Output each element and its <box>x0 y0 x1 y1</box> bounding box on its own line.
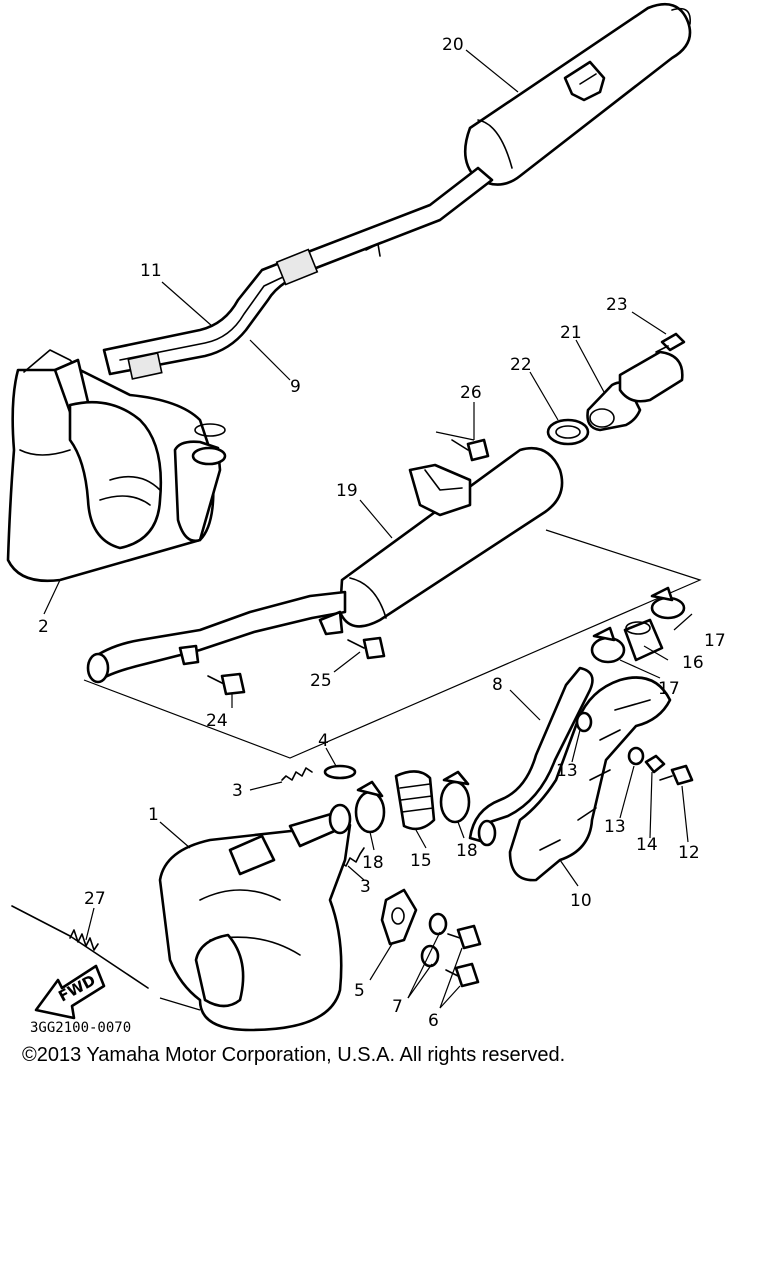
bolt-25 <box>347 636 386 660</box>
callout-17-upper: 17 <box>704 631 726 651</box>
bolt-6 <box>445 924 482 988</box>
callout-19: 19 <box>336 481 358 501</box>
callout-21: 21 <box>560 323 582 343</box>
bolt-26 <box>451 438 490 462</box>
callout-18-right: 18 <box>456 841 478 861</box>
callout-23: 23 <box>606 295 628 315</box>
silencer-19 <box>338 446 564 628</box>
callout-11: 11 <box>140 261 162 281</box>
expansion-chamber-2 <box>6 349 227 583</box>
nut-14 <box>644 754 666 774</box>
callout-6: 6 <box>428 1011 439 1031</box>
clamp-17-lower <box>590 626 626 664</box>
leader-lines <box>43 49 693 1011</box>
callout-20: 20 <box>442 35 464 55</box>
callout-25: 25 <box>310 671 332 691</box>
callout-3-lower: 3 <box>360 877 371 897</box>
callout-26: 26 <box>460 383 482 403</box>
callout-labels: 20 11 9 2 19 26 22 21 23 25 24 17 16 17 … <box>38 35 726 1031</box>
callout-12: 12 <box>678 843 700 863</box>
exhaust-pipe-8 <box>468 666 594 847</box>
callout-14: 14 <box>636 835 658 855</box>
gasket-22 <box>546 418 590 446</box>
washer-7 <box>420 912 448 968</box>
callout-2: 2 <box>38 617 49 637</box>
callout-1: 1 <box>148 805 159 825</box>
callout-9: 9 <box>290 377 301 397</box>
callout-15: 15 <box>410 851 432 871</box>
bolt-23 <box>655 332 686 353</box>
spring-joint-15 <box>394 770 436 831</box>
diagram-code: 3GG2100-0070 <box>30 1020 131 1036</box>
bolt-24 <box>207 672 246 696</box>
callout-24: 24 <box>206 711 228 731</box>
callout-16: 16 <box>682 653 704 673</box>
callout-13-lower: 13 <box>604 817 626 837</box>
washer-13 <box>575 711 645 766</box>
bolt-12 <box>659 764 694 786</box>
callout-13-upper: 13 <box>556 761 578 781</box>
copyright-notice: ©2013 Yamaha Motor Corporation, U.S.A. A… <box>22 1044 566 1066</box>
expansion-chamber-1 <box>158 803 352 1032</box>
middle-assembly-outline <box>83 529 702 759</box>
callout-4: 4 <box>318 731 329 751</box>
clamp-18-left <box>354 780 386 834</box>
sleeve-16 <box>623 618 664 662</box>
callout-22: 22 <box>510 355 532 375</box>
clamp-17-upper <box>650 586 686 620</box>
spring-3-upper <box>281 767 313 781</box>
end-cap-21 <box>586 350 684 432</box>
callout-8: 8 <box>492 675 503 695</box>
spring-27 <box>11 905 149 989</box>
exhaust-pipe-19-tube <box>86 590 347 684</box>
silencer-20 <box>463 3 692 186</box>
fwd-arrow: FWD <box>34 964 106 1020</box>
callout-18-left: 18 <box>362 853 384 873</box>
gasket-5 <box>380 888 418 946</box>
callout-27: 27 <box>84 889 106 909</box>
callout-10: 10 <box>570 891 592 911</box>
o-ring-4 <box>323 764 357 780</box>
callout-7: 7 <box>392 997 403 1017</box>
callout-3-upper: 3 <box>232 781 243 801</box>
callout-5: 5 <box>354 981 365 1001</box>
callout-17-lower: 17 <box>658 679 680 699</box>
clamp-18-right <box>439 770 471 824</box>
exhaust-pipe-assembly-upper <box>102 166 494 380</box>
